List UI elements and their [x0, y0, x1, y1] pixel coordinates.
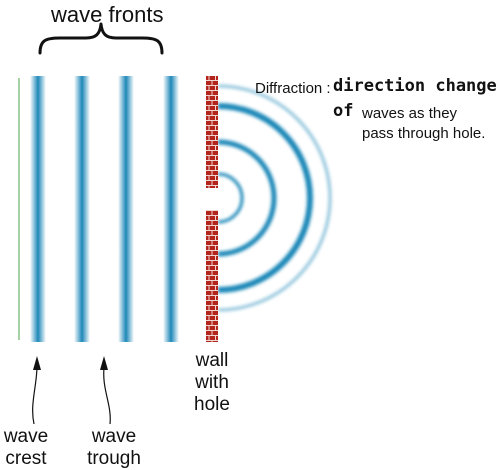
diffraction-definition-rest: waves as they pass through hole. [362, 105, 486, 142]
diffraction-term: Diffraction : [255, 80, 331, 97]
diffraction-definition-of: of [333, 101, 354, 121]
brick-wall [206, 76, 218, 342]
wave-fronts-title: wave fronts [51, 2, 164, 27]
diffracted-wave [217, 139, 277, 257]
label-arrows [32, 356, 111, 425]
diffracted-wave [217, 172, 244, 224]
crest-label-line: wave [3, 426, 49, 447]
wave-crest-label: wave crest [0, 426, 52, 470]
wall-with-hole-label: wall with hole [186, 350, 238, 416]
wave-fronts-brace [38, 22, 164, 55]
plane-wave-front [118, 76, 134, 342]
plane-wave-front [30, 76, 46, 342]
plane-wave-fronts [30, 76, 179, 342]
diffracted-wave [217, 103, 313, 293]
crest-arrowhead [33, 356, 41, 370]
diffracted-waves [217, 84, 332, 312]
wall-upper-section [206, 76, 218, 188]
diffraction-definition-emphasis: direction change [333, 76, 497, 96]
trough-label-line: wave [91, 426, 137, 447]
wave-trough-label: wave trough [78, 426, 150, 470]
wall-lower-section [206, 210, 218, 342]
diffracted-wave [217, 84, 332, 312]
plane-wave-front [163, 76, 179, 342]
plane-wave-front [74, 76, 90, 342]
trough-arrow-line [103, 367, 111, 425]
wall-label-line: wall [195, 350, 229, 371]
wall-label-line: hole [194, 394, 230, 415]
crest-arrow-line [32, 367, 38, 425]
trough-arrowhead [100, 356, 108, 370]
wall-label-line: with [195, 372, 229, 393]
crest-label-line: crest [5, 448, 47, 469]
trough-label-line: trough [87, 448, 141, 469]
